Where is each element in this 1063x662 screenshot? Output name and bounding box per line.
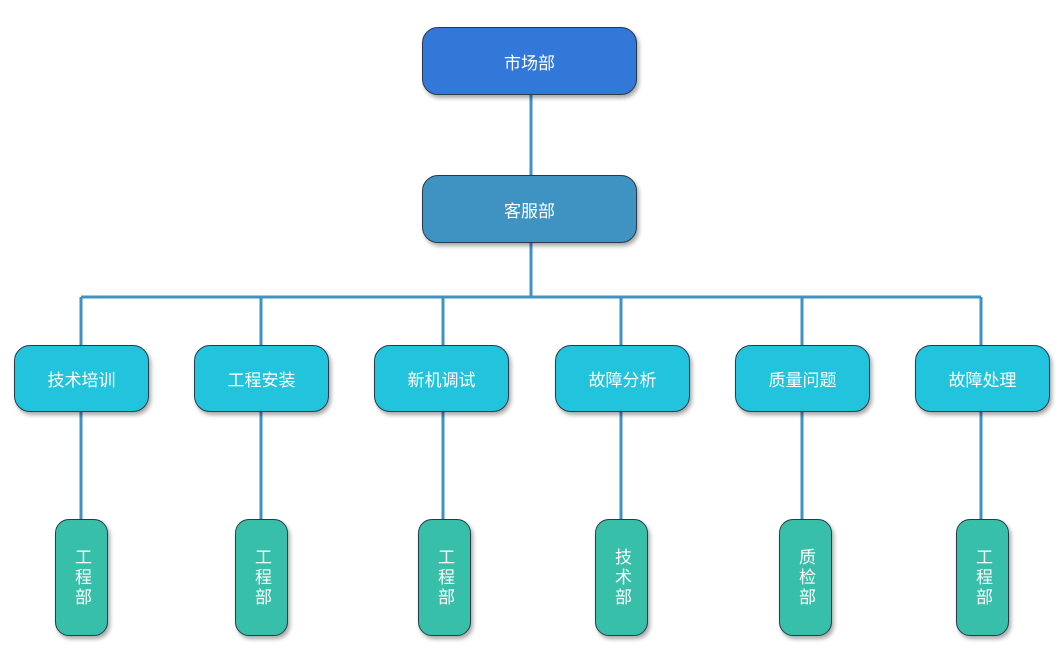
node-label: 工程部	[251, 547, 271, 608]
node-label: 故障分析	[588, 371, 657, 391]
node-dept-6: 故障处理	[915, 345, 1050, 412]
node-unit-3: 工程部	[418, 519, 471, 636]
node-label: 技术部	[611, 547, 631, 608]
node-dept-1: 技术培训	[14, 345, 149, 412]
node-label: 新机调试	[407, 371, 476, 391]
node-label: 市场部	[504, 53, 555, 74]
node-label: 质量问题	[768, 371, 837, 391]
node-dept-2: 工程安装	[194, 345, 329, 412]
node-label: 故障处理	[948, 371, 1017, 391]
node-dept-3: 新机调试	[374, 345, 509, 412]
node-unit-1: 工程部	[55, 519, 108, 636]
node-label: 工程部	[972, 547, 992, 608]
node-customer-service-dept: 客服部	[422, 175, 637, 243]
node-label: 工程部	[434, 547, 454, 608]
node-unit-2: 工程部	[235, 519, 288, 636]
node-market-dept: 市场部	[422, 27, 637, 95]
node-label: 工程安装	[227, 371, 296, 391]
node-label: 工程部	[71, 547, 91, 608]
node-label: 技术培训	[47, 371, 116, 391]
node-label: 客服部	[504, 201, 555, 222]
node-unit-4: 技术部	[595, 519, 648, 636]
node-unit-5: 质检部	[779, 519, 832, 636]
node-label: 质检部	[795, 547, 815, 608]
node-dept-4: 故障分析	[555, 345, 690, 412]
node-dept-5: 质量问题	[735, 345, 870, 412]
node-unit-6: 工程部	[956, 519, 1009, 636]
